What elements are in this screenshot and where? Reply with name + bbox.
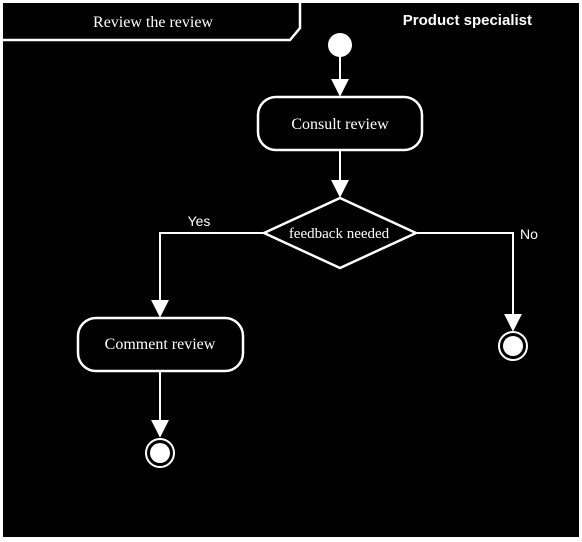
- edge-yes: [151, 232, 264, 318]
- decision-label: feedback needed: [289, 226, 390, 242]
- frame-title: Review the review: [93, 14, 213, 31]
- initial-node: [328, 33, 352, 57]
- frame-title-tab: [2, 2, 302, 42]
- edge-yes-label: Yes: [188, 213, 211, 229]
- final-node-no: [503, 336, 523, 356]
- decision-feedback-needed: [261, 196, 419, 270]
- edge-no-label: No: [520, 226, 538, 242]
- final-node-yes: [150, 443, 170, 463]
- action-comment-review-label: Comment review: [105, 336, 216, 353]
- edge-no: [416, 232, 522, 332]
- swimlane-label: Product specialist: [403, 12, 532, 29]
- action-consult-review-label: Consult review: [291, 116, 389, 133]
